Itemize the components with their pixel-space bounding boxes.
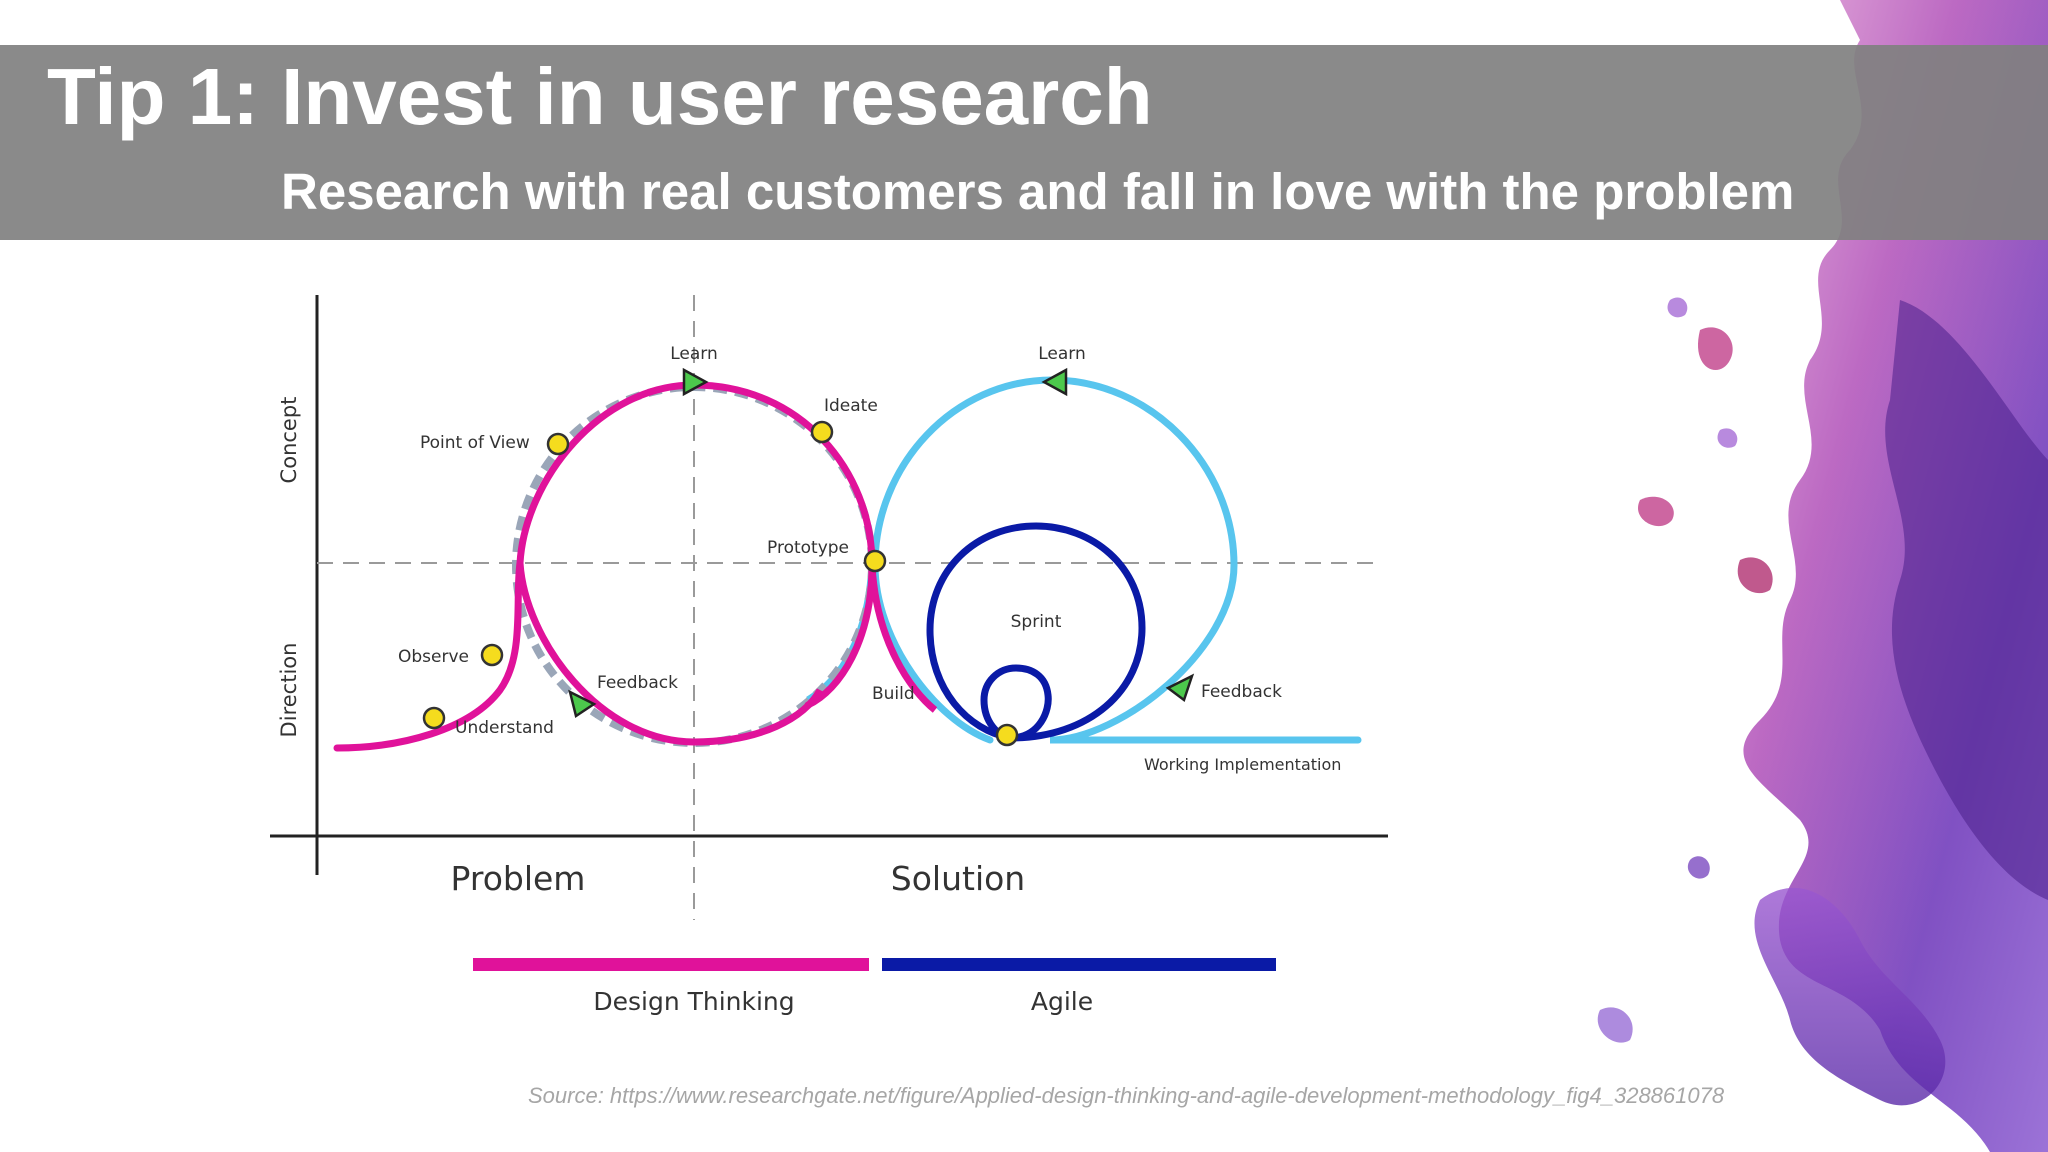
slide-title: Tip 1: Invest in user research bbox=[47, 52, 1153, 141]
legend-bar-agile bbox=[882, 958, 1276, 971]
milestone-prototype bbox=[863, 549, 887, 573]
legend-label-agile: Agile bbox=[1031, 987, 1093, 1016]
design-thinking-lower-arc bbox=[516, 562, 824, 746]
label-observe: Observe bbox=[398, 647, 469, 667]
y-label-direction: Direction bbox=[277, 643, 301, 738]
label-ideate: Ideate bbox=[824, 396, 878, 416]
arrow-learn-agile bbox=[1041, 367, 1068, 397]
label-understand: Understand bbox=[455, 718, 554, 738]
arrow-learn-dt bbox=[682, 367, 709, 397]
arrow-feedback-dt bbox=[568, 689, 597, 719]
label-sprint: Sprint bbox=[1011, 612, 1062, 632]
label-feedback-agile: Feedback bbox=[1201, 682, 1282, 702]
sprint-curl bbox=[980, 664, 1052, 742]
sprint-loop bbox=[926, 522, 1146, 742]
arrow-feedback-agile bbox=[1165, 673, 1195, 703]
legend-bar-design-thinking bbox=[473, 958, 869, 971]
milestone-observe bbox=[480, 643, 504, 667]
label-learn-agile: Learn bbox=[1038, 344, 1086, 364]
design-thinking-path bbox=[333, 381, 876, 752]
milestone-ideate bbox=[810, 420, 834, 444]
y-label-concept: Concept bbox=[277, 397, 301, 484]
label-feedback-dt: Feedback bbox=[597, 673, 678, 693]
build-connector bbox=[868, 564, 938, 713]
milestone-working-start bbox=[995, 723, 1019, 747]
milestone-point-of-view bbox=[546, 432, 570, 456]
label-point-of-view: Point of View bbox=[420, 433, 530, 453]
milestone-understand bbox=[422, 706, 446, 730]
title-banner bbox=[0, 45, 2048, 240]
x-label-solution: Solution bbox=[891, 859, 1025, 898]
label-learn-dt: Learn bbox=[670, 344, 718, 364]
label-working-implementation: Working Implementation bbox=[1144, 755, 1341, 774]
slide-subtitle: Research with real customers and fall in… bbox=[281, 163, 1795, 220]
x-label-problem: Problem bbox=[451, 859, 586, 898]
label-prototype: Prototype bbox=[767, 538, 849, 558]
legend-label-design-thinking: Design Thinking bbox=[593, 987, 794, 1016]
source-citation: Source: https://www.researchgate.net/fig… bbox=[528, 1083, 1725, 1108]
label-build: Build bbox=[872, 684, 915, 704]
